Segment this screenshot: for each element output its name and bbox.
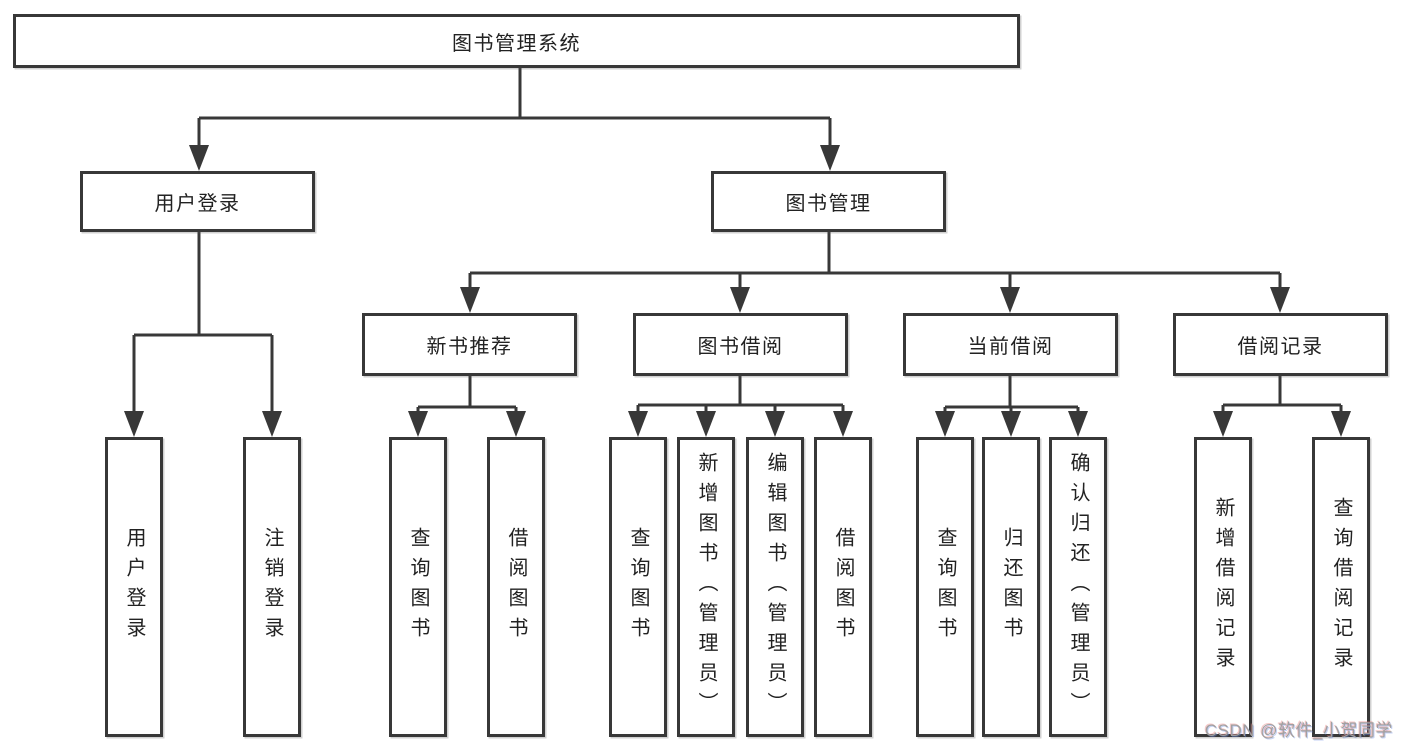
- node-root-system: 图书管理系统: [13, 14, 1020, 68]
- node-borrow-records: 借阅记录: [1173, 313, 1388, 376]
- leaf-query-books: 查询图书: [389, 437, 447, 737]
- leaf-borrow-books: 借阅图书: [814, 437, 872, 737]
- leaf-label: 新增图书（管理员）: [695, 452, 717, 722]
- node-user-login: 用户登录: [80, 171, 315, 232]
- leaf-label: 用户登录: [123, 527, 145, 647]
- leaf-label: 借阅图书: [505, 527, 527, 647]
- leaf-logout: 注销登录: [243, 437, 301, 737]
- csdn-watermark: CSDN @软件_小贺同学: [1204, 721, 1393, 740]
- node-label: 借阅记录: [1237, 336, 1324, 358]
- node-label: 图书管理系统: [452, 32, 581, 55]
- connector-newbook-to-leaves: [416, 376, 518, 416]
- connector-currentborrow-to-leaves: [943, 376, 1080, 416]
- connector-bookborrow-to-leaves: [636, 376, 845, 416]
- node-new-book-recommend: 新书推荐: [362, 313, 577, 376]
- node-label: 新书推荐: [426, 336, 513, 358]
- arrowheads: [124, 145, 1351, 437]
- connector-bookmgmt-to-level3: [468, 232, 1282, 292]
- leaf-label: 归还图书: [1000, 527, 1022, 647]
- leaf-label: 新增借阅记录: [1212, 497, 1234, 677]
- leaf-borrow-books: 借阅图书: [487, 437, 545, 737]
- leaf-user-login: 用户登录: [105, 437, 163, 737]
- node-book-management: 图书管理: [711, 171, 946, 232]
- leaf-add-books-admin: 新增图书（管理员）: [677, 437, 735, 737]
- connector-root-to-level2: [197, 68, 832, 150]
- leaf-query-books: 查询图书: [916, 437, 974, 737]
- leaf-label: 注销登录: [261, 527, 283, 647]
- leaf-label: 查询图书: [934, 527, 956, 647]
- connector-userlogin-to-leaves: [132, 232, 274, 416]
- leaf-query-borrow-record: 查询借阅记录: [1312, 437, 1370, 737]
- node-current-borrow: 当前借阅: [903, 313, 1118, 376]
- leaf-label: 查询图书: [407, 527, 429, 647]
- leaf-label: 确认归还（管理员）: [1067, 452, 1089, 722]
- leaf-label: 借阅图书: [832, 527, 854, 647]
- leaf-label: 查询图书: [627, 527, 649, 647]
- leaf-query-books: 查询图书: [609, 437, 667, 737]
- leaf-label: 查询借阅记录: [1330, 497, 1352, 677]
- node-label: 用户登录: [154, 193, 241, 215]
- leaf-add-borrow-record: 新增借阅记录: [1194, 437, 1252, 737]
- leaf-confirm-return-admin: 确认归还（管理员）: [1049, 437, 1107, 737]
- node-label: 图书管理: [785, 193, 872, 215]
- leaf-edit-books-admin: 编辑图书（管理员）: [746, 437, 804, 737]
- node-label: 图书借阅: [697, 336, 784, 358]
- leaf-return-books: 归还图书: [982, 437, 1040, 737]
- leaf-label: 编辑图书（管理员）: [764, 452, 786, 722]
- node-book-borrow: 图书借阅: [633, 313, 848, 376]
- connector-records-to-leaves: [1221, 376, 1343, 416]
- node-label: 当前借阅: [967, 336, 1054, 358]
